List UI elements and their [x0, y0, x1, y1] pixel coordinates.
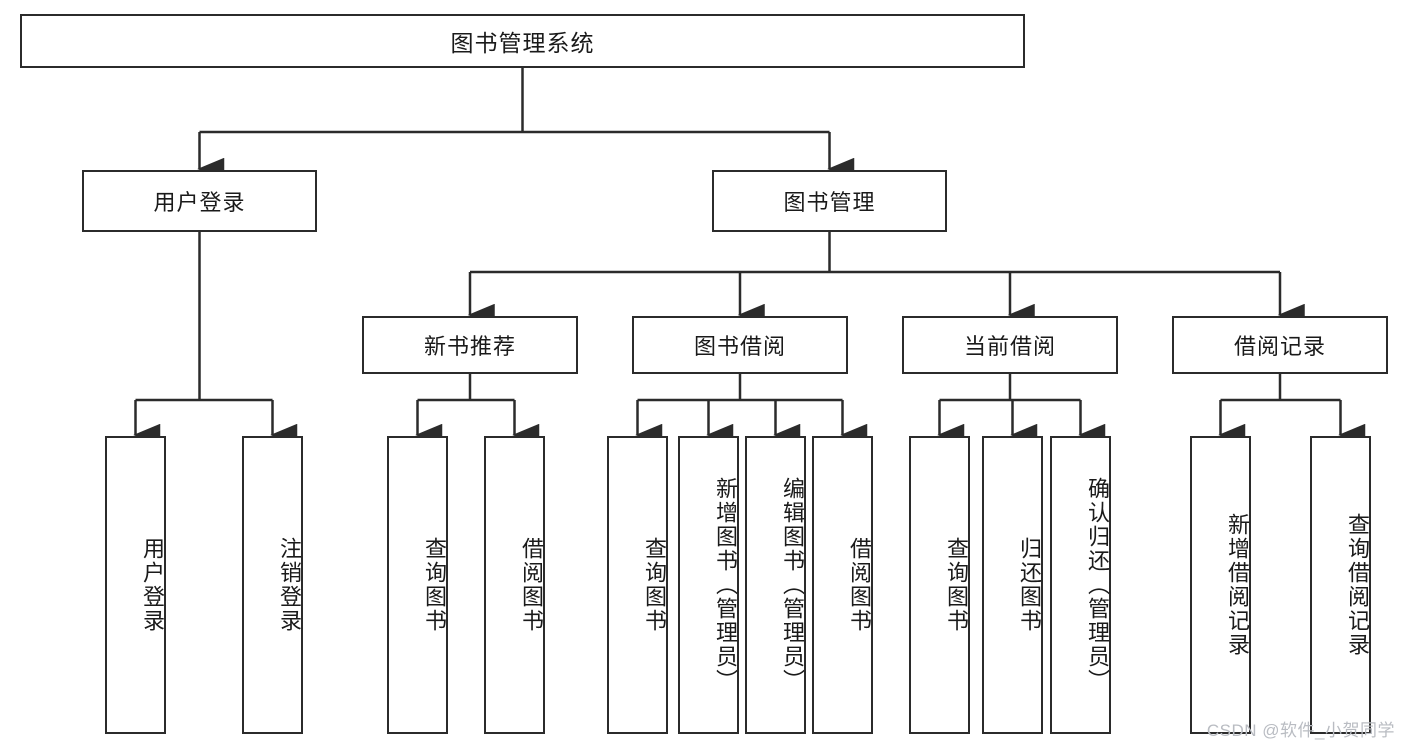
node-leaf-query-borrow-record[interactable]: 查询借阅记录: [1310, 436, 1371, 734]
node-label: 查询图书: [944, 537, 969, 633]
node-current-borrow[interactable]: 当前借阅: [902, 316, 1118, 374]
node-label: 查询图书: [422, 537, 447, 633]
node-label: 查询借阅记录: [1345, 513, 1370, 657]
node-new-book-recommend[interactable]: 新书推荐: [362, 316, 578, 374]
node-label: 注销登录: [277, 537, 302, 633]
node-label: 新增借阅记录: [1225, 513, 1250, 657]
node-borrow-record[interactable]: 借阅记录: [1172, 316, 1388, 374]
node-label: 编辑图书（管理员）: [780, 477, 805, 693]
node-leaf-logout-login[interactable]: 注销登录: [242, 436, 303, 734]
node-leaf-edit-book-admin[interactable]: 编辑图书（管理员）: [745, 436, 806, 734]
node-label: 用户登录: [140, 537, 165, 633]
node-leaf-add-book-admin[interactable]: 新增图书（管理员）: [678, 436, 739, 734]
node-leaf-add-borrow-record[interactable]: 新增借阅记录: [1190, 436, 1251, 734]
node-leaf-user-login[interactable]: 用户登录: [105, 436, 166, 734]
node-leaf-query-book-1[interactable]: 查询图书: [387, 436, 448, 734]
node-label: 新增图书（管理员）: [713, 477, 738, 693]
node-book-borrow[interactable]: 图书借阅: [632, 316, 848, 374]
node-leaf-confirm-return-admin[interactable]: 确认归还（管理员）: [1050, 436, 1111, 734]
node-root-book-management-system[interactable]: 图书管理系统: [20, 14, 1025, 68]
node-label: 查询图书: [642, 537, 667, 633]
node-leaf-borrow-book-2[interactable]: 借阅图书: [812, 436, 873, 734]
watermark-label: CSDN @软件_小贺同学: [1206, 721, 1395, 740]
node-label: 归还图书: [1017, 537, 1042, 633]
node-book-manage[interactable]: 图书管理: [712, 170, 947, 232]
node-leaf-query-book-3[interactable]: 查询图书: [909, 436, 970, 734]
node-user-login[interactable]: 用户登录: [82, 170, 317, 232]
node-leaf-return-book[interactable]: 归还图书: [982, 436, 1043, 734]
node-label: 借阅图书: [847, 537, 872, 633]
node-leaf-query-book-2[interactable]: 查询图书: [607, 436, 668, 734]
node-leaf-borrow-book-1[interactable]: 借阅图书: [484, 436, 545, 734]
node-label: 确认归还（管理员）: [1085, 477, 1110, 693]
node-label: 借阅图书: [519, 537, 544, 633]
